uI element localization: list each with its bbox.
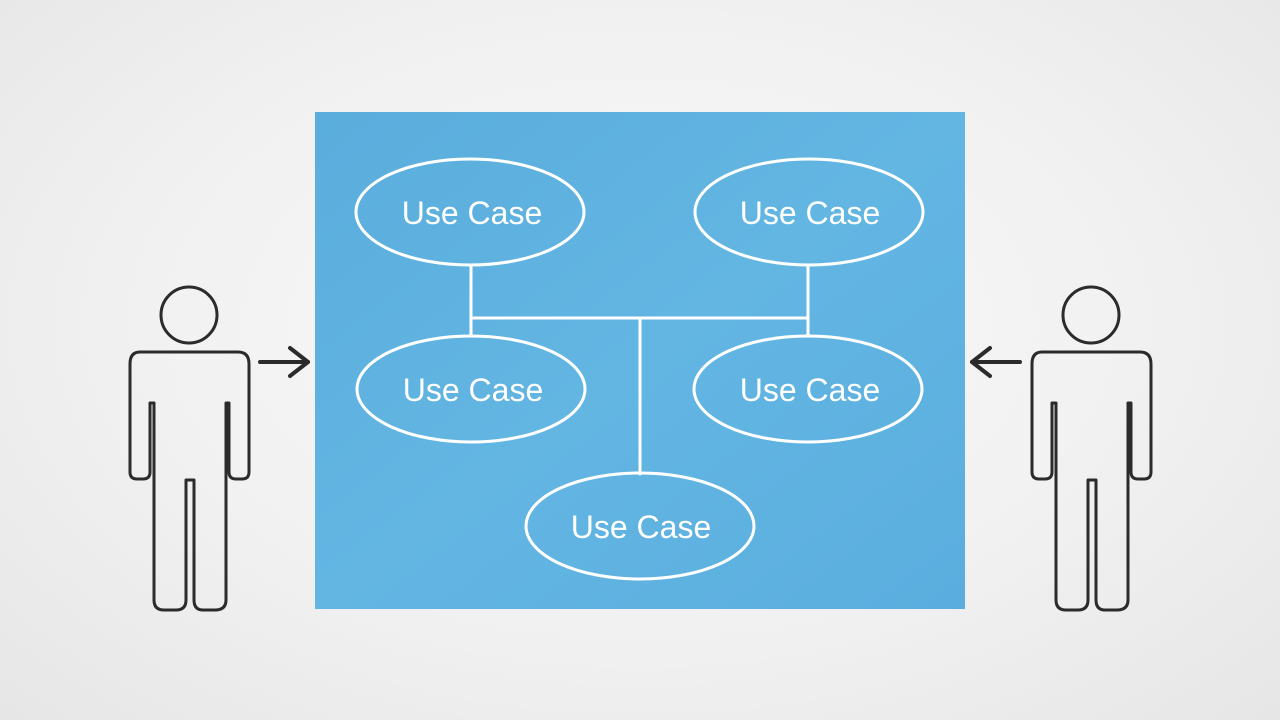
use-case-ellipse <box>692 334 924 444</box>
actor-right-body <box>1030 350 1153 612</box>
use-case-ellipse <box>524 471 756 581</box>
use-case-middle-left[interactable]: Use Case <box>355 334 587 444</box>
use-case-ellipse <box>354 157 586 267</box>
actor-right[interactable] <box>1030 285 1153 612</box>
use-case-top-left[interactable]: Use Case <box>354 157 586 267</box>
arrow-left-icon <box>970 346 1022 378</box>
use-case-ellipse <box>355 334 587 444</box>
actor-left[interactable] <box>128 285 251 612</box>
use-case-label: Use Case <box>403 372 544 408</box>
stick-figure-icon <box>159 285 219 345</box>
use-case-label: Use Case <box>740 195 881 231</box>
use-case-label: Use Case <box>402 195 543 231</box>
connector-lines <box>469 264 810 476</box>
use-case-ellipse <box>693 157 925 267</box>
use-case-label: Use Case <box>571 509 712 545</box>
use-case-bottom-center[interactable]: Use Case <box>524 471 756 581</box>
actor-left-body <box>128 350 251 612</box>
use-case-label: Use Case <box>740 372 881 408</box>
use-case-middle-right[interactable]: Use Case <box>692 334 924 444</box>
use-case-top-right[interactable]: Use Case <box>693 157 925 267</box>
stick-figure-icon <box>1061 285 1121 345</box>
arrow-right-icon <box>258 346 310 378</box>
